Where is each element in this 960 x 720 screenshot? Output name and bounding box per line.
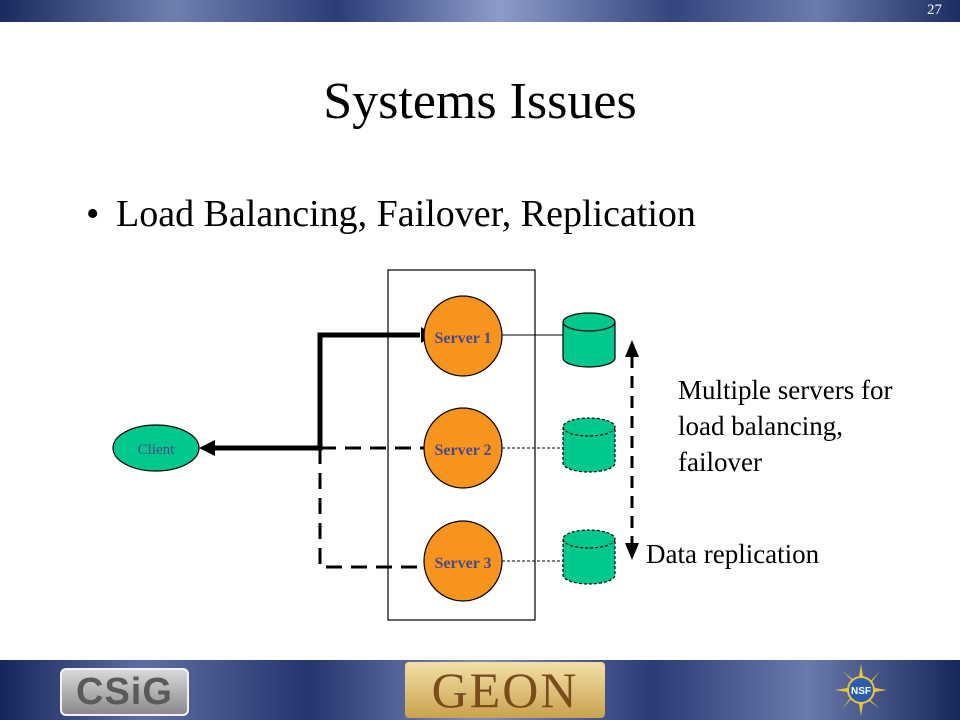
- load-balancing-note: Multiple servers for load balancing, fai…: [678, 372, 892, 480]
- note-line-1: Multiple servers for: [678, 375, 893, 405]
- replication-arrow-down-icon: [625, 543, 639, 560]
- replication-note: Data replication: [646, 539, 820, 569]
- nsf-logo-icon: NSF: [835, 664, 887, 716]
- server-cluster-box: [387, 269, 536, 621]
- bullet-item: • Load Balancing, Failover, Replication: [86, 192, 696, 236]
- footer-banner: CSiG GEON NSF: [0, 660, 960, 720]
- server-1: Server 1: [423, 295, 503, 377]
- client-label: Client: [138, 442, 175, 458]
- arrow-to-client-icon: [199, 440, 215, 456]
- architecture-diagram: Server 1 Server 2 Server 3 Client: [112, 269, 639, 621]
- client-node: Client: [112, 424, 200, 472]
- slide-number: 27: [927, 2, 942, 18]
- server-2: Server 2: [423, 407, 503, 489]
- database-1-icon: [562, 312, 616, 368]
- server-3-label: Server 3: [434, 555, 491, 572]
- top-banner: 27: [0, 0, 960, 22]
- server-1-label: Server 1: [434, 330, 491, 347]
- active-connection-line: [212, 332, 420, 451]
- database-3-icon: [562, 529, 616, 585]
- note-line-2: load balancing,: [678, 411, 843, 441]
- standby-connection-server-3: [318, 448, 424, 569]
- csig-logo: CSiG: [60, 668, 189, 716]
- note-line-3: failover: [678, 447, 762, 477]
- bullet-dot-icon: •: [86, 193, 100, 235]
- database-2-icon: [562, 417, 616, 473]
- slide-title: Systems Issues: [323, 73, 637, 130]
- svg-text:NSF: NSF: [851, 686, 871, 697]
- bullet-text: Load Balancing, Failover, Replication: [116, 193, 696, 235]
- geon-logo: GEON: [405, 662, 605, 718]
- server-3: Server 3: [423, 520, 503, 602]
- replication-arrow-up-icon: [625, 340, 639, 357]
- server-2-label: Server 2: [434, 442, 491, 459]
